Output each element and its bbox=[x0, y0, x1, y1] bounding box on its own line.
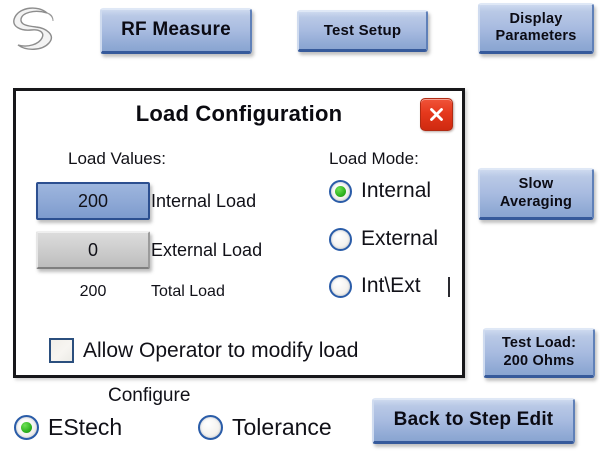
configure-title: Configure bbox=[108, 385, 191, 406]
external-load-caption: External Load bbox=[151, 240, 263, 260]
load-mode-heading: Load Mode: bbox=[329, 149, 419, 168]
internal-load-value-field[interactable]: 200 bbox=[36, 182, 150, 220]
load-mode-label-int-ext: Int\Ext bbox=[361, 274, 421, 297]
internal-load-caption: Internal Load bbox=[151, 191, 257, 211]
allow-operator-label: Allow Operator to modify load bbox=[83, 338, 359, 362]
test-load-button[interactable]: Test Load: 200 Ohms bbox=[483, 328, 595, 378]
external-load-value: 0 bbox=[87, 239, 98, 260]
radio-icon-external bbox=[329, 227, 352, 251]
test-setup-button[interactable]: Test Setup bbox=[297, 10, 428, 52]
display-parameters-button[interactable]: Display Parameters bbox=[478, 3, 594, 54]
configure-label-tolerance: Tolerance bbox=[232, 414, 332, 440]
test-setup-label: Test Setup bbox=[323, 21, 402, 39]
internal-load-value: 200 bbox=[77, 190, 109, 211]
radio-icon-internal bbox=[329, 179, 352, 203]
checkbox-icon-allow-operator[interactable] bbox=[49, 338, 74, 363]
configure-radio-tolerance[interactable]: Tolerance bbox=[198, 414, 332, 441]
load-configuration-dialog: Load Configuration Load Values: 200 Inte… bbox=[13, 88, 465, 378]
radio-icon-int-ext bbox=[329, 274, 352, 298]
radio-icon-tolerance bbox=[198, 415, 223, 440]
load-values-heading: Load Values: bbox=[68, 149, 166, 168]
test-load-label: Test Load: 200 Ohms bbox=[501, 335, 577, 369]
swirl-logo bbox=[6, 4, 64, 56]
load-mode-radio-int-ext[interactable]: Int\Ext bbox=[329, 274, 421, 298]
dialog-title: Load Configuration bbox=[135, 101, 343, 126]
rf-measure-label: RF Measure bbox=[121, 19, 231, 41]
load-mode-label-external: External bbox=[361, 227, 439, 250]
slow-averaging-label: Slow Averaging bbox=[499, 176, 573, 210]
slow-averaging-button[interactable]: Slow Averaging bbox=[478, 168, 594, 220]
external-load-value-field[interactable]: 0 bbox=[36, 231, 150, 269]
total-load-caption: Total Load bbox=[151, 283, 225, 300]
load-mode-label-internal: Internal bbox=[361, 179, 432, 202]
allow-operator-checkbox-row[interactable]: Allow Operator to modify load bbox=[49, 338, 358, 363]
back-to-step-edit-button[interactable]: Back to Step Edit bbox=[372, 398, 575, 444]
back-to-step-edit-label: Back to Step Edit bbox=[393, 409, 554, 431]
total-load-value: 200 bbox=[79, 283, 107, 300]
close-icon[interactable] bbox=[420, 98, 453, 131]
configure-radio-estech[interactable]: EStech bbox=[14, 414, 122, 441]
radio-icon-estech bbox=[14, 415, 39, 440]
load-mode-radio-internal[interactable]: Internal bbox=[329, 179, 431, 203]
display-parameters-label: Display Parameters bbox=[495, 10, 577, 44]
dialog-divider bbox=[448, 277, 450, 297]
load-mode-radio-external[interactable]: External bbox=[329, 227, 438, 251]
configure-label-estech: EStech bbox=[48, 414, 123, 440]
rf-measure-button[interactable]: RF Measure bbox=[100, 8, 252, 54]
